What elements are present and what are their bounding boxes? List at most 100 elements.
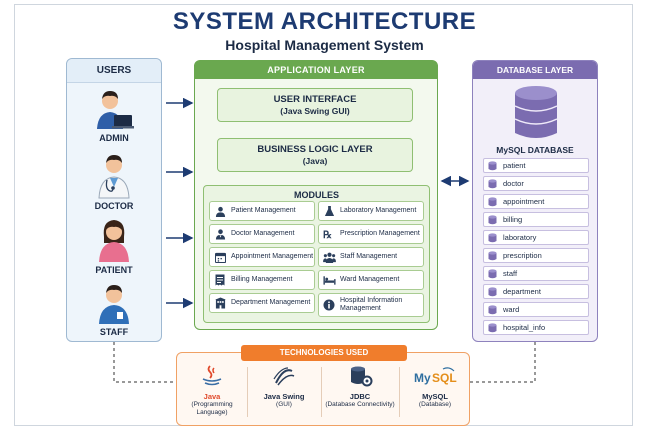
logic-title: BUSINESS LOGIC LAYER bbox=[257, 144, 373, 155]
tech-java-caption: (Programming Language) bbox=[191, 401, 233, 416]
staff-icon bbox=[99, 285, 129, 324]
tech-java-name: Java bbox=[203, 392, 221, 401]
building-icon bbox=[213, 296, 227, 310]
db-table-name: hospital_info bbox=[503, 323, 546, 332]
tech-java-swing: Java Swing (GUI) bbox=[251, 365, 317, 409]
application-layer-header: APPLICATION LAYER bbox=[195, 61, 437, 79]
db-table-name: ward bbox=[503, 305, 520, 314]
tech-divider bbox=[321, 367, 322, 417]
user-doctor: DOCTOR bbox=[67, 151, 161, 211]
info-icon bbox=[322, 298, 336, 312]
table-cylinder-icon bbox=[488, 178, 497, 188]
db-table-staff: staff bbox=[483, 266, 589, 281]
user-label-staff: STAFF bbox=[99, 327, 129, 337]
db-table-name: prescription bbox=[503, 251, 542, 260]
tech-divider bbox=[247, 367, 248, 417]
db-table-name: appointment bbox=[503, 197, 545, 206]
user-label-admin: ADMIN bbox=[99, 133, 129, 143]
tech-divider bbox=[399, 367, 400, 417]
java-icon bbox=[202, 365, 222, 386]
module-ward-management: Ward Management bbox=[318, 270, 424, 290]
db-table-appointment: appointment bbox=[483, 194, 589, 209]
module-staff-management: Staff Management bbox=[318, 247, 424, 267]
application-layer: APPLICATION LAYER USER INTERFACE (Java S… bbox=[194, 60, 438, 330]
dashed-users-to-tech bbox=[113, 342, 176, 383]
jdbc-icon bbox=[351, 366, 373, 387]
table-cylinder-icon bbox=[488, 232, 497, 242]
database-cylinder-icon bbox=[514, 86, 558, 138]
module-prescription-management: ℞ Prescription Management bbox=[318, 224, 424, 244]
tech-java-swing-caption: (GUI) bbox=[276, 401, 292, 408]
tech-java-swing-name: Java Swing bbox=[263, 392, 305, 401]
database-layer: DATABASE LAYER MySQL DATABASE patient doc… bbox=[472, 60, 598, 342]
modules-header: MODULES bbox=[294, 190, 339, 200]
module-appointment-management: Appointment Management bbox=[209, 247, 315, 267]
group-icon bbox=[322, 250, 336, 264]
db-table-billing: billing bbox=[483, 212, 589, 227]
tech-jdbc-name: JDBC bbox=[349, 392, 371, 401]
technologies-header: TECHNOLOGIES USED bbox=[241, 345, 407, 361]
ui-title: USER INTERFACE bbox=[273, 94, 357, 105]
module-hospital-information-management: Hospital Information Management bbox=[318, 293, 424, 317]
user-staff: STAFF bbox=[67, 281, 161, 337]
table-cylinder-icon bbox=[488, 196, 497, 206]
user-patient: PATIENT bbox=[67, 217, 161, 275]
svg-text:℞: ℞ bbox=[323, 230, 332, 240]
patient-icon bbox=[99, 220, 129, 262]
users-panel: USERS ADMIN DOCTOR PATIENT bbox=[66, 58, 162, 342]
db-table-ward: ward bbox=[483, 302, 589, 317]
logic-subtitle: (Java) bbox=[302, 156, 328, 166]
svg-text:My: My bbox=[414, 371, 431, 385]
module-patient-management: Patient Management bbox=[209, 201, 315, 221]
db-table-name: doctor bbox=[503, 179, 524, 188]
db-table-name: billing bbox=[503, 215, 523, 224]
mysql-icon: My SQL bbox=[414, 367, 457, 385]
bed-icon bbox=[322, 273, 336, 287]
table-cylinder-icon bbox=[488, 304, 497, 314]
user-label-patient: PATIENT bbox=[95, 265, 133, 275]
db-table-hospital-info: hospital_info bbox=[483, 320, 589, 335]
doctor-stethoscope-icon bbox=[98, 155, 130, 199]
module-department-management: Department Management bbox=[209, 293, 315, 313]
database-layer-header: DATABASE LAYER bbox=[473, 61, 597, 79]
db-table-department: department bbox=[483, 284, 589, 299]
tech-mysql-caption: (Database) bbox=[418, 401, 452, 408]
module-laboratory-management: Laboratory Management bbox=[318, 201, 424, 221]
table-cylinder-icon bbox=[488, 160, 497, 170]
db-table-prescription: prescription bbox=[483, 248, 589, 263]
users-header: USERS bbox=[67, 59, 161, 83]
tech-jdbc-caption: (Database Connectivity) bbox=[325, 401, 395, 408]
admin-laptop-icon bbox=[97, 91, 134, 129]
table-cylinder-icon bbox=[488, 268, 497, 278]
db-table-name: patient bbox=[503, 161, 526, 170]
db-table-laboratory: laboratory bbox=[483, 230, 589, 245]
user-label-doctor: DOCTOR bbox=[94, 201, 134, 211]
business-logic-box: BUSINESS LOGIC LAYER (Java) bbox=[217, 138, 413, 172]
dashed-db-to-tech bbox=[470, 342, 536, 383]
user-admin: ADMIN bbox=[67, 87, 161, 143]
tech-jdbc: JDBC (Database Connectivity) bbox=[325, 365, 395, 409]
person-icon bbox=[213, 204, 227, 218]
database-title: MySQL DATABASE bbox=[496, 145, 574, 155]
db-table-name: department bbox=[503, 287, 541, 296]
diagram-subtitle: Hospital Management System bbox=[225, 37, 424, 53]
db-table-name: laboratory bbox=[503, 233, 537, 242]
calendar-icon bbox=[213, 250, 227, 264]
technologies-panel: TECHNOLOGIES USED Java (Programming Lang… bbox=[176, 345, 470, 426]
rx-icon: ℞ bbox=[322, 227, 336, 241]
receipt-icon bbox=[213, 273, 227, 287]
table-cylinder-icon bbox=[488, 250, 497, 260]
java-swing-icon bbox=[273, 367, 295, 386]
ui-subtitle: (Java Swing GUI) bbox=[280, 106, 350, 116]
table-cylinder-icon bbox=[488, 286, 497, 296]
diagram-title: SYSTEM ARCHITECTURE bbox=[172, 8, 477, 35]
db-table-doctor: doctor bbox=[483, 176, 589, 191]
modules-box: MODULES Patient Management Laboratory Ma… bbox=[203, 185, 430, 323]
tech-java: Java (Programming Language) bbox=[181, 365, 243, 417]
svg-text:SQL: SQL bbox=[432, 371, 457, 385]
tech-mysql-name: MySQL bbox=[422, 392, 448, 401]
db-table-patient: patient bbox=[483, 158, 589, 173]
flask-icon bbox=[322, 204, 336, 218]
module-doctor-management: Doctor Management bbox=[209, 224, 315, 244]
